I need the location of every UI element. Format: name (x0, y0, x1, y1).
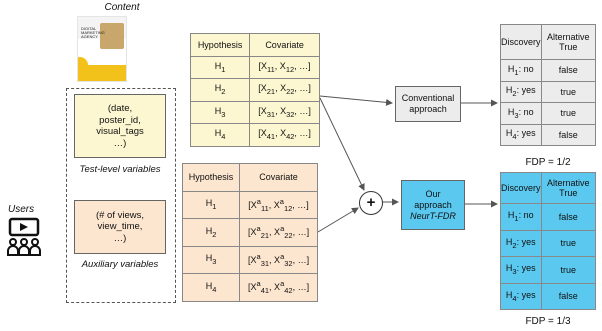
table-header: Hypothesis (181, 163, 241, 192)
arrow-test-to-conventional (319, 95, 393, 106)
table-header: Alternative True (540, 172, 597, 204)
test-level-line-4: …) (113, 137, 127, 149)
our-approach-box: Our approach NeurT-FDR (401, 180, 465, 230)
test-level-caption: Test-level variables (79, 164, 161, 175)
auxiliary-caption: Auxiliary variables (81, 259, 159, 270)
auxiliary-line-3: …) (113, 232, 127, 244)
table-row: H4: yes false (500, 123, 597, 146)
table-row: H4: yes false (500, 282, 597, 310)
person-photo-icon (100, 23, 124, 49)
users-label: Users (8, 204, 35, 215)
content-title: Content (104, 2, 140, 13)
table-header: Covariate (239, 163, 318, 192)
table-row: H1: no false (500, 203, 597, 231)
conventional-results-table: Discovery Alternative True H1: no false … (500, 24, 597, 146)
table-header: Alternative True (540, 24, 597, 60)
ours-line-2: approach (414, 199, 452, 210)
test-level-line-2: poster_id, (99, 114, 141, 126)
table-row: H1 [Xa11, Xa12, …] (181, 190, 318, 219)
table-row: H3: no true (500, 102, 597, 125)
conventional-approach-box: Conventional approach (395, 86, 461, 122)
table-row: H4 [X41, X42, …] (189, 123, 320, 147)
our-results-table: Discovery Alternative True H1: no false … (500, 172, 597, 310)
table-row: H3: yes true (500, 256, 597, 284)
table-row: H2: yes true (500, 80, 597, 103)
auxiliary-line-2: view_time, (97, 221, 143, 233)
table-header: Discovery (500, 24, 542, 60)
table-row: H4 [Xa41, Xa42, …] (181, 273, 318, 302)
fdp-ours: FDP = 1/3 (525, 316, 571, 327)
arrow-aux-to-plus (317, 207, 359, 233)
table-row: H3 [Xa31, Xa32, …] (181, 245, 318, 274)
table-header: Covariate (249, 33, 320, 57)
arrow-test-to-plus (319, 97, 365, 191)
table-row: H2 [Xa21, Xa22, …] (181, 218, 318, 247)
table-row: H1: no false (500, 59, 597, 82)
table-row: H2: yes true (500, 229, 597, 257)
auxiliary-box: (# of views, view_time, …) (74, 200, 166, 254)
table-header: Discovery (500, 172, 542, 204)
users-icon (7, 217, 41, 256)
table-row: H3 [X31, X32, …] (189, 100, 320, 124)
conventional-line-1: Conventional (401, 93, 455, 103)
auxiliary-line-1: (# of views, (95, 209, 145, 221)
content-thumbnail: DIGITAL MARKETING AGENCY (77, 16, 127, 82)
table-row: H1 [X11, X12, …] (189, 55, 320, 79)
combine-plus-node: + (359, 191, 383, 215)
fdp-conventional: FDP = 1/2 (525, 157, 571, 168)
test-level-covariate-table: Hypothesis Covariate H1 [X11, X12, …] H2… (189, 33, 320, 147)
ours-method-name: NeurT-FDR (410, 210, 456, 221)
conventional-line-2: approach (409, 104, 447, 114)
test-level-box: (date, poster_id, visual_tags …) (74, 94, 166, 158)
table-row: H2 [X21, X22, …] (189, 78, 320, 102)
auxiliary-covariate-table: Hypothesis Covariate H1 [Xa11, Xa12, …] … (181, 163, 318, 302)
thumbnail-heading: DIGITAL MARKETING AGENCY (81, 26, 105, 39)
ours-line-1: Our (425, 188, 441, 199)
variables-group (66, 88, 176, 303)
test-level-line-3: visual_tags (96, 126, 144, 137)
test-level-line-1: (date, (107, 103, 133, 114)
table-header: Hypothesis (189, 33, 251, 57)
